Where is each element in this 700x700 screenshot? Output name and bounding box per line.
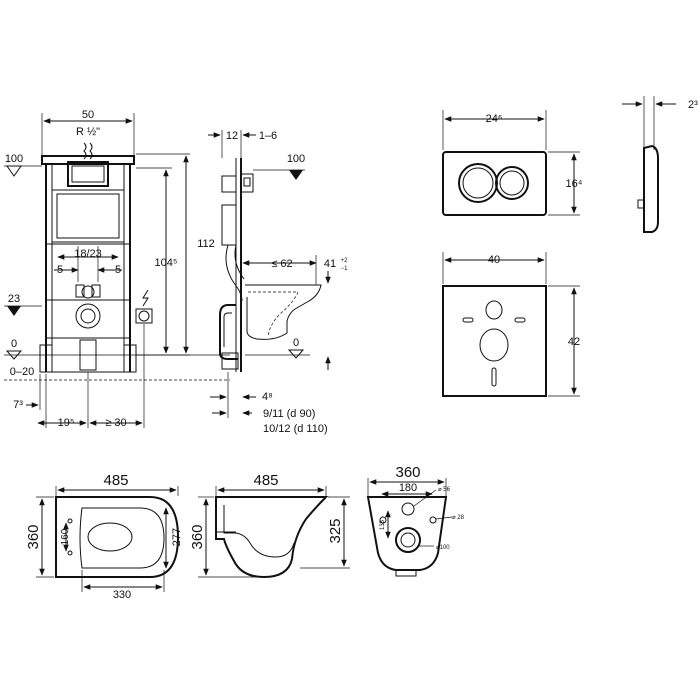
top-base-length-label: 330	[113, 589, 131, 601]
side-inner-height-label: 325	[327, 518, 344, 543]
bowl-top-view: 485 160 360 277 330	[25, 472, 183, 601]
top-length-label: 485	[103, 472, 128, 489]
flush-height-label: 16⁴	[566, 178, 583, 190]
cover-height-label: 42	[568, 336, 580, 348]
frame-side-view: 12 1–6 100 ≤ 62 41 +2 −1 0	[208, 130, 348, 435]
back-outlet-diameter-label: ⌀100	[436, 545, 450, 551]
front-width-label: 50	[82, 109, 94, 121]
top-hole-spacing-label: 160	[60, 528, 71, 545]
top-width-label: 360	[25, 524, 42, 549]
offset-left-label: 5	[57, 264, 63, 276]
bowl-side-view: 485 360 325	[189, 472, 350, 579]
cover-width-label: 40	[488, 254, 500, 266]
back-inlet-diameter-label: ⌀ 56	[438, 487, 451, 493]
dim-bottom-label: 4⁸	[262, 391, 273, 403]
back-bolt-spacing-label: 180	[399, 482, 417, 494]
flush-plate-profile: 2³	[622, 96, 698, 233]
top-inner-width-label: 277	[171, 528, 183, 546]
depth-label: 12	[226, 130, 238, 142]
dim-mid-label: 19⁵	[58, 417, 75, 429]
side-level-0-label: 0	[293, 337, 299, 349]
flush-plate: 24⁶ 16⁴	[442, 110, 583, 216]
side-level-100-label: 100	[287, 153, 305, 165]
projection-label: ≤ 62	[271, 258, 292, 270]
dim-right-label: ≥ 30	[105, 417, 126, 429]
level-0-label: 0	[11, 338, 17, 350]
flush-thickness-label: 2³	[688, 99, 698, 111]
side-height-label: 360	[189, 524, 206, 549]
height-total-label: 112	[197, 238, 215, 250]
tolerance-minus-label: −1	[341, 266, 349, 272]
floor-range-label: 0–20	[10, 366, 34, 378]
back-width-label: 360	[395, 464, 420, 481]
level-23-label: 23	[8, 293, 20, 305]
dim-left-label: 7³	[13, 399, 23, 411]
pipe-spacing-label: 18/23	[74, 248, 102, 260]
height-inner-label: 104⁵	[155, 257, 178, 269]
thread-label: R ½"	[76, 126, 100, 138]
side-length-label: 485	[253, 472, 278, 489]
pipe-d90-label: 9/11 (d 90)	[263, 408, 315, 420]
back-bolt-diameter-label: ⌀ 28	[452, 515, 465, 521]
frame-front-view: 50 R ½" 18/	[4, 109, 230, 429]
back-vertical-spacing-label: 135	[380, 519, 386, 530]
bowl-back-view: 360 180 ⌀ 56 ⌀ 28 135 ⌀100	[366, 464, 465, 577]
tolerance-plus-label: +2	[341, 258, 349, 264]
cover-plate: 40 42	[442, 252, 580, 397]
offset-right-label: 5	[115, 264, 121, 276]
level-100-label: 100	[5, 153, 23, 165]
tolerance-label: 41	[324, 258, 336, 270]
flush-width-label: 24⁶	[486, 113, 503, 125]
pipe-d110-label: 10/12 (d 110)	[263, 423, 328, 435]
adjust-label: 1–6	[259, 130, 277, 142]
